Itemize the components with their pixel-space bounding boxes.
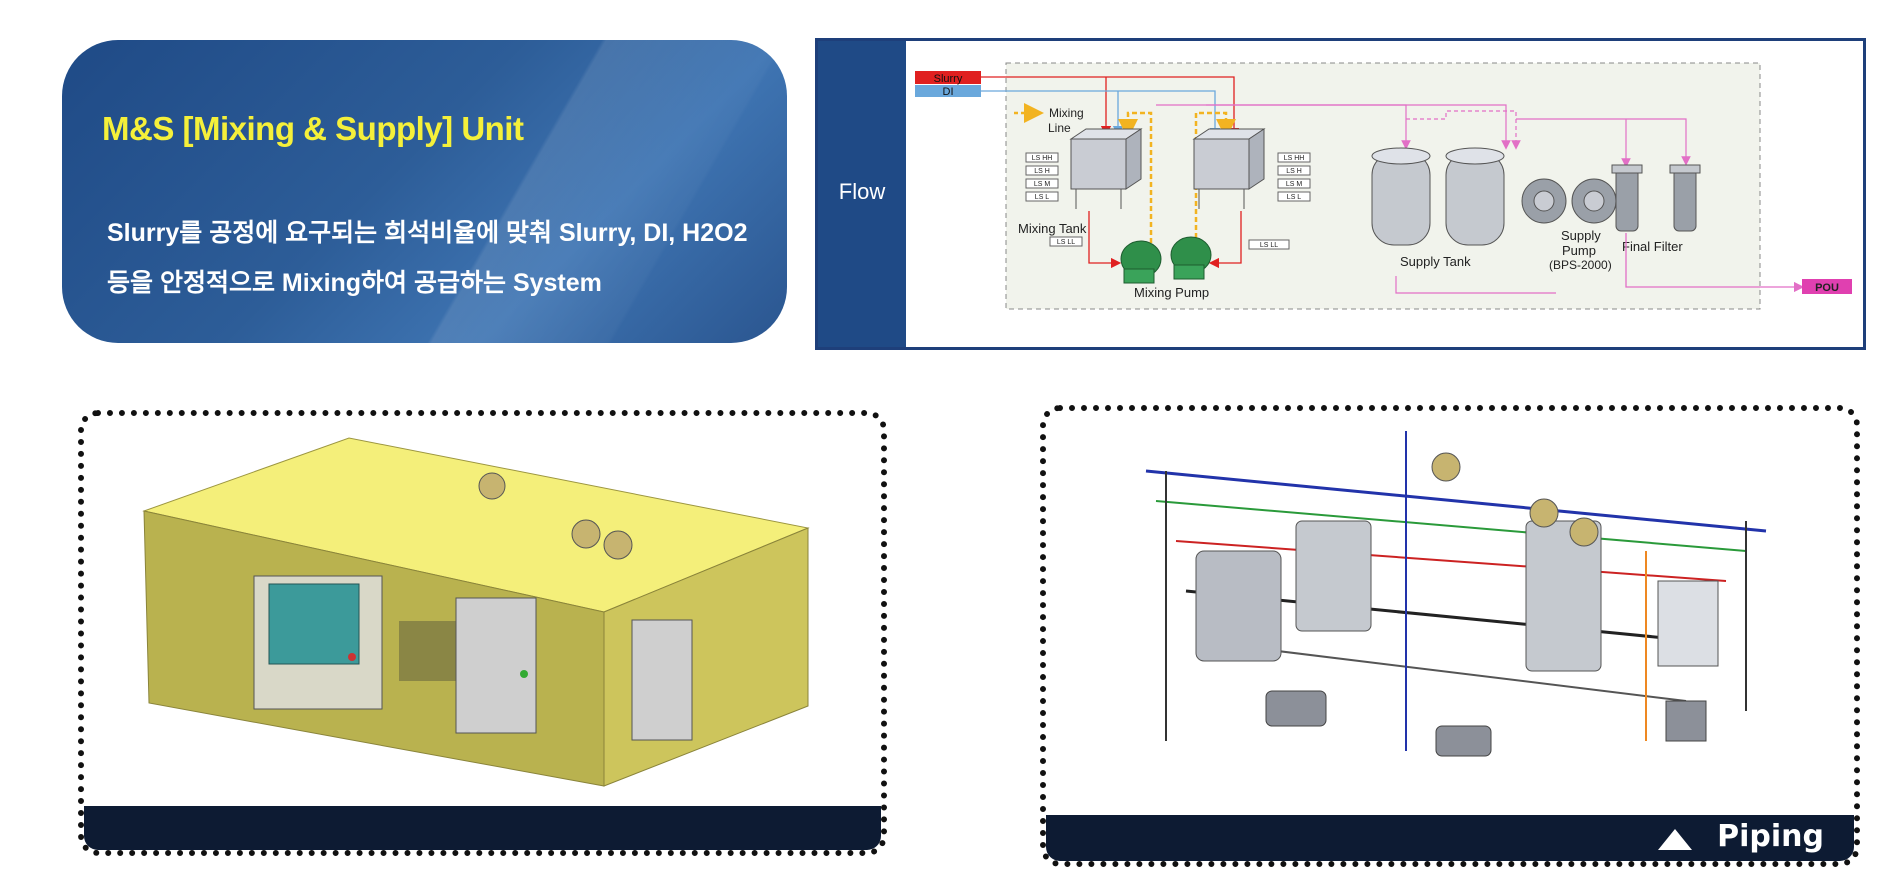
svg-text:LS HH: LS HH <box>1032 155 1053 162</box>
pou-tag <box>1802 279 1852 294</box>
mixing-tank-1 <box>1069 128 1143 209</box>
piping-3d-render-icon <box>1145 431 1767 757</box>
supply-tank-2 <box>1445 147 1505 246</box>
supply-pump-2 <box>1571 178 1617 224</box>
svg-text:LS M: LS M <box>1034 181 1051 188</box>
piping-caption-bar: Piping <box>1046 815 1854 861</box>
supply-pump-model: (BPS-2000) <box>1549 258 1612 272</box>
svg-text:LS M: LS M <box>1286 181 1303 188</box>
di-input-tag <box>915 85 981 97</box>
unit-description: Slurry를 공정에 요구되는 희석비율에 맞춰 Slurry, DI, H2… <box>107 208 757 308</box>
supply-return-dashed <box>1406 110 1521 150</box>
filter-feed-line <box>1516 118 1691 166</box>
flow-diagram: Slurry DI Mixing Line <box>915 62 1852 310</box>
pou-label: POU <box>1815 282 1839 294</box>
slurry-input-label: Slurry <box>934 73 963 85</box>
piping-view-frame: Piping <box>1040 405 1860 867</box>
di-line-tank2 <box>981 90 1221 139</box>
final-filter-label: Final Filter <box>1622 239 1683 254</box>
card-sheen <box>62 40 787 343</box>
level-sensors-left: LS HH LS H LS M LS L <box>1025 152 1059 202</box>
desc-line-1: Slurry를 공정에 요구되는 희석비율에 맞춰 Slurry, DI, H2… <box>107 219 748 247</box>
supply-pump-label-1: Supply <box>1561 228 1601 243</box>
ls-ll-right <box>1248 239 1290 250</box>
level-sensors-right: LS HH LS H LS M LS L <box>1277 152 1311 202</box>
supply-bottom-line <box>1395 276 1556 294</box>
final-filter-2 <box>1669 164 1701 232</box>
ls-ll-left-label: LS LL <box>1057 239 1075 246</box>
intro-card: M&S [Mixing & Supply] Unit Slurry를 공정에 요… <box>62 40 787 343</box>
triangle-up-icon <box>1658 829 1692 850</box>
svg-text:LS L: LS L <box>1035 194 1050 201</box>
tank1-to-pump <box>1088 211 1122 269</box>
supply-line-b <box>1206 104 1511 150</box>
svg-text:LS L: LS L <box>1287 194 1302 201</box>
desc-line-2: 등을 안정적으로 Mixing하여 공급하는 System <box>107 269 602 297</box>
to-pou-line <box>1625 233 1805 293</box>
svg-text:LS H: LS H <box>1286 168 1302 175</box>
mixing-pump-label: Mixing Pump <box>1134 285 1209 300</box>
svg-text:LS HH: LS HH <box>1284 155 1305 162</box>
supply-pump-1 <box>1521 178 1567 224</box>
supply-pump-label-2: Pump <box>1562 243 1596 258</box>
mixing-line-label-2: Line <box>1048 121 1071 135</box>
enclosure-3d-render-icon <box>142 437 810 787</box>
unit-title: M&S [Mixing & Supply] Unit <box>102 110 524 147</box>
mixing-line-label-1: Mixing <box>1049 106 1084 120</box>
piping-caption: Piping <box>1717 819 1824 854</box>
flow-side-tab: Flow <box>818 41 906 347</box>
mixing-pump-1 <box>1120 240 1162 284</box>
supply-tank-label: Supply Tank <box>1400 254 1471 269</box>
di-input-label: DI <box>943 86 954 98</box>
unit-view-frame <box>78 410 887 856</box>
mixing-pump-2 <box>1170 236 1212 280</box>
mixing-tank-2 <box>1192 128 1266 209</box>
ls-ll-right-label: LS LL <box>1260 242 1278 249</box>
flow-diagram-panel: Flow Slurry DI Mixing Line <box>815 38 1866 350</box>
mixing-recirc-1 <box>1118 111 1153 251</box>
slurry-input-tag <box>915 71 981 84</box>
final-filter-1 <box>1611 164 1643 232</box>
unit-view-caption-bar <box>84 806 881 850</box>
slurry-line-tank2 <box>981 76 1240 139</box>
tank2-to-pump <box>1208 211 1242 269</box>
supply-tank-1 <box>1371 147 1431 246</box>
mixing-tank-label: Mixing Tank <box>1018 221 1087 236</box>
svg-text:LS H: LS H <box>1034 168 1050 175</box>
ls-ll-left <box>1049 236 1083 247</box>
flow-side-label: Flow <box>838 179 886 204</box>
